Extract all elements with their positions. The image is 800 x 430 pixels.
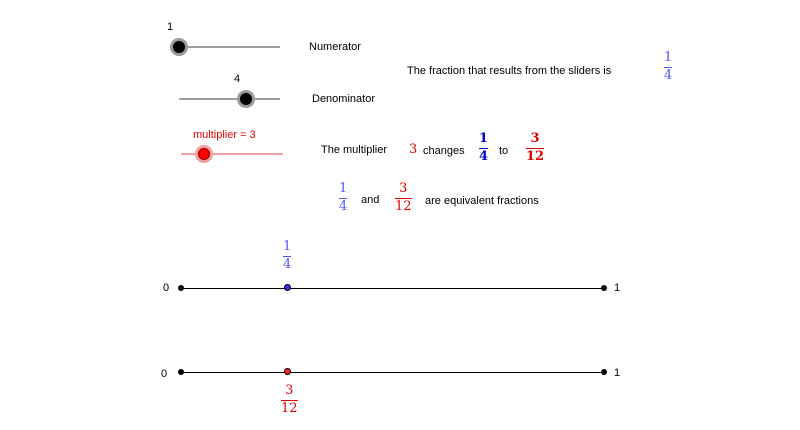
bottom-line-start-point <box>178 369 184 375</box>
equiv-left-numerator: 1 <box>339 181 348 196</box>
multiplier-to-fraction: 3 12 <box>526 131 545 164</box>
bottom-line-fraction-point[interactable] <box>283 368 291 375</box>
denominator-value-label: 4 <box>234 73 241 85</box>
fraction-bar <box>664 67 673 68</box>
top-line-point-label: 1 4 <box>283 239 292 272</box>
equiv-left-denominator: 4 <box>339 199 348 214</box>
top-point-numerator: 1 <box>283 239 292 254</box>
multiplier-value-label: multiplier = 3 <box>193 129 256 141</box>
from-fraction-numerator: 1 <box>479 131 489 146</box>
denominator-slider-track[interactable] <box>179 98 280 100</box>
numerator-slider-track[interactable] <box>179 46 280 48</box>
fraction-bar <box>281 400 298 401</box>
result-fraction-numerator: 1 <box>664 50 673 65</box>
denominator-label: Denominator <box>312 93 375 105</box>
bottom-line-end-label: 1 <box>614 367 621 379</box>
bottom-line-end-point <box>601 369 607 375</box>
numerator-value-label: 1 <box>167 21 174 33</box>
fraction-bar <box>339 198 348 199</box>
top-point-denominator: 4 <box>283 257 292 272</box>
equivalence-right-fraction: 3 12 <box>395 182 412 214</box>
top-line-fraction-point[interactable] <box>283 284 291 291</box>
multiplier-slider-track[interactable] <box>181 153 283 155</box>
numerator-label: Numerator <box>309 41 361 53</box>
multiplier-from-fraction: 1 4 <box>479 131 489 164</box>
top-line-end-point <box>601 285 607 291</box>
bottom-number-line <box>181 372 604 373</box>
fraction-bar <box>526 148 545 149</box>
result-fraction-denominator: 4 <box>664 68 673 83</box>
top-line-start-label: 0 <box>163 282 170 294</box>
equivalence-left-fraction: 1 4 <box>339 181 348 214</box>
equivalence-suffix: are equivalent fractions <box>425 195 539 207</box>
result-fraction: 1 4 <box>664 50 673 83</box>
bottom-line-start-label: 0 <box>161 368 168 380</box>
equivalence-and: and <box>361 194 380 206</box>
to-fraction-denominator: 12 <box>526 149 545 164</box>
top-line-end-label: 1 <box>614 282 621 294</box>
top-number-line <box>181 288 604 289</box>
multiplier-sentence-prefix: The multiplier <box>321 144 388 156</box>
top-line-start-point <box>178 285 184 291</box>
fraction-bar <box>283 256 292 257</box>
bottom-line-point-label: 3 12 <box>281 384 298 416</box>
bottom-point-numerator: 3 <box>285 383 294 398</box>
multiplier-slider-handle[interactable] <box>195 145 213 163</box>
equiv-right-numerator: 3 <box>399 181 408 196</box>
multiplier-sentence-to: to <box>499 145 509 157</box>
to-fraction-numerator: 3 <box>530 131 540 146</box>
denominator-slider-handle[interactable] <box>237 90 255 108</box>
bottom-point-denominator: 12 <box>281 401 298 416</box>
from-fraction-denominator: 4 <box>479 149 489 164</box>
result-sentence: The fraction that results from the slide… <box>407 65 612 77</box>
numerator-slider-handle[interactable] <box>170 38 188 56</box>
equiv-right-denominator: 12 <box>395 199 412 214</box>
fraction-bar <box>479 148 489 149</box>
multiplier-sentence-changes: changes <box>423 145 465 157</box>
multiplier-sentence-value: 3 <box>409 142 418 157</box>
fraction-bar <box>395 198 412 199</box>
